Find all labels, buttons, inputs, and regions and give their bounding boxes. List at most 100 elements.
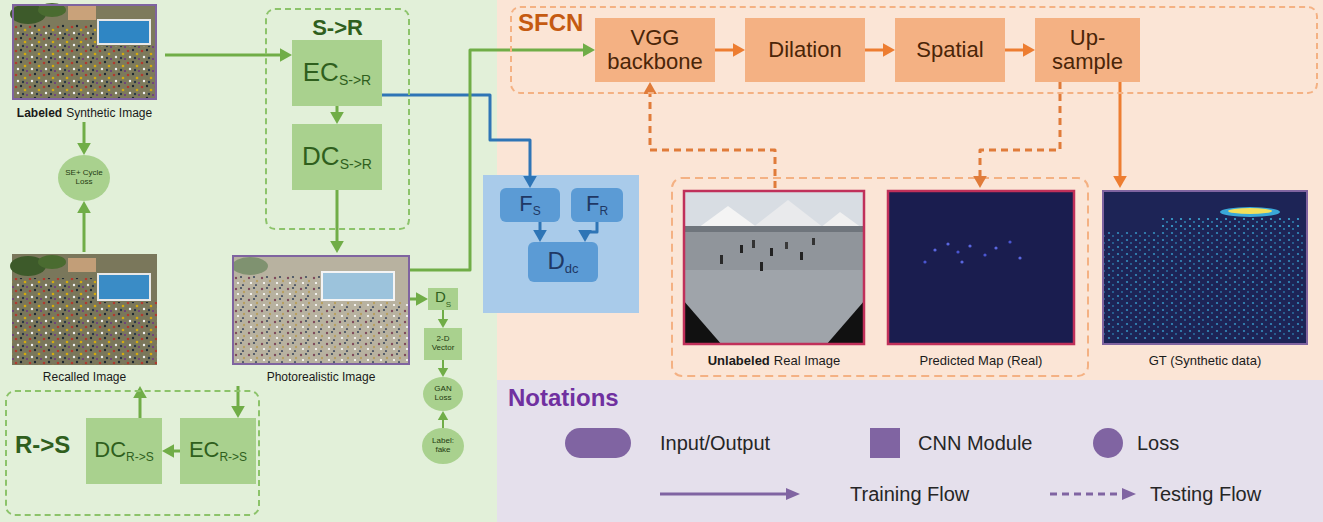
flow-connector	[438, 411, 448, 428]
cnn-module: DCS->R	[292, 124, 382, 190]
connector-line	[83, 212, 86, 252]
image-panel: LabeledSynthetic Image	[4, 2, 165, 122]
module-name: DC	[94, 437, 126, 462]
module-label: Ddc	[547, 249, 578, 275]
arrow-head	[77, 143, 91, 155]
testing-swatch	[1050, 493, 1124, 496]
loss-circle: GAN Loss	[423, 377, 463, 411]
arrow-head	[883, 43, 895, 57]
module-name: D	[435, 288, 446, 305]
cnn-module: FR	[571, 188, 623, 222]
module-label: VGG backbone	[603, 26, 707, 74]
module-label: DS	[435, 289, 451, 308]
caption-emphasis: Unlabeled	[708, 353, 770, 368]
arrow-head	[583, 43, 595, 57]
module-subscript: S	[446, 300, 451, 309]
cnn-module: ECS->R	[292, 40, 382, 106]
image-caption: GT (Synthetic data)	[1102, 353, 1308, 369]
module-subscript: R->S	[219, 450, 247, 464]
loss-circle: Label: fake	[422, 428, 464, 464]
image-panel: Predicted Map (Real)	[887, 188, 1075, 370]
arrow-head	[231, 406, 245, 418]
ground-truth-map	[1102, 190, 1308, 345]
module-subscript: dc	[565, 261, 579, 276]
connector-line	[865, 49, 884, 52]
arrow-head	[280, 48, 292, 62]
module-label: GAN Loss	[425, 385, 461, 403]
arrow-head	[523, 176, 537, 188]
cnn-module: Dilation	[745, 18, 865, 82]
arrow-head	[438, 411, 448, 420]
module-label: Up- sample	[1043, 26, 1132, 74]
module-label: Dilation	[768, 38, 841, 62]
arrow-head	[578, 230, 592, 242]
module-name: EC	[303, 57, 339, 87]
arrow-head	[330, 241, 344, 253]
arrow-head	[973, 176, 987, 188]
connector-line	[442, 360, 444, 369]
caption-text: Photorealistic Image	[267, 370, 376, 384]
loss-swatch	[1093, 428, 1123, 458]
blue-panel	[483, 175, 639, 313]
flow-connector	[438, 310, 448, 328]
dashed-group: S->RECS->RDCS->R	[265, 8, 410, 230]
flow-connector	[643, 82, 775, 188]
connector-line	[382, 95, 530, 177]
caption-text: Real Image	[774, 353, 840, 368]
purple-panel	[497, 380, 1323, 522]
arrow-head	[133, 386, 147, 398]
connector-line	[410, 298, 417, 301]
caption-text: Synthetic Image	[66, 106, 152, 120]
connector-line	[336, 190, 339, 242]
module-label: DCR->S	[94, 439, 153, 463]
module-subscript: S->R	[339, 72, 371, 88]
flow-connector	[382, 95, 537, 188]
arrow-head	[786, 488, 800, 500]
module-label: ECR->S	[189, 439, 247, 463]
group-heading: S->R	[267, 16, 408, 40]
module-label: Spatial	[916, 38, 983, 62]
module-subscript: S	[533, 204, 541, 218]
image-caption: Photorealistic Image	[232, 369, 410, 385]
connector-line	[539, 222, 542, 231]
connector-line	[980, 82, 1060, 177]
flow-connector	[330, 106, 344, 124]
green-panel	[0, 0, 497, 522]
legend-text: CNN Module	[918, 431, 1032, 455]
module-label: FS	[519, 193, 540, 217]
legend-text: Training Flow	[850, 482, 969, 506]
io-swatch	[565, 428, 631, 458]
flow-connector	[1113, 82, 1127, 188]
flow-connector	[330, 190, 344, 253]
flow-connector	[77, 122, 91, 155]
arrow-head	[416, 292, 428, 306]
arrow-head	[330, 112, 344, 124]
caption-text: Recalled Image	[43, 370, 126, 384]
module-name: F	[586, 191, 599, 216]
cnn-module: VGG backbone	[595, 18, 715, 82]
caption-text: Predicted Map (Real)	[920, 353, 1043, 368]
cnn-module: DS	[428, 288, 458, 310]
image-caption: LabeledSynthetic Image	[4, 105, 165, 121]
connector-line	[173, 450, 180, 453]
predicted-map	[887, 190, 1075, 345]
module-subscript: S->R	[340, 156, 372, 172]
arrow-head	[1113, 176, 1127, 188]
module-name: F	[519, 191, 532, 216]
testing-group	[672, 178, 1088, 376]
flow-connector	[410, 43, 595, 270]
flow-connector	[162, 444, 180, 458]
module-swatch	[870, 428, 900, 458]
module-label: DCS->R	[302, 143, 372, 171]
cnn-module: Up- sample	[1035, 18, 1140, 82]
image-panel: Photorealistic Image	[232, 253, 410, 386]
legend-text: Input/Output	[660, 431, 770, 455]
recalled-image	[10, 254, 157, 365]
legend-text: Loss	[1137, 431, 1179, 455]
flow-connector	[438, 360, 448, 377]
cnn-module: DCR->S	[86, 418, 162, 484]
flow-connector	[715, 43, 745, 57]
flow-connector	[410, 292, 428, 306]
